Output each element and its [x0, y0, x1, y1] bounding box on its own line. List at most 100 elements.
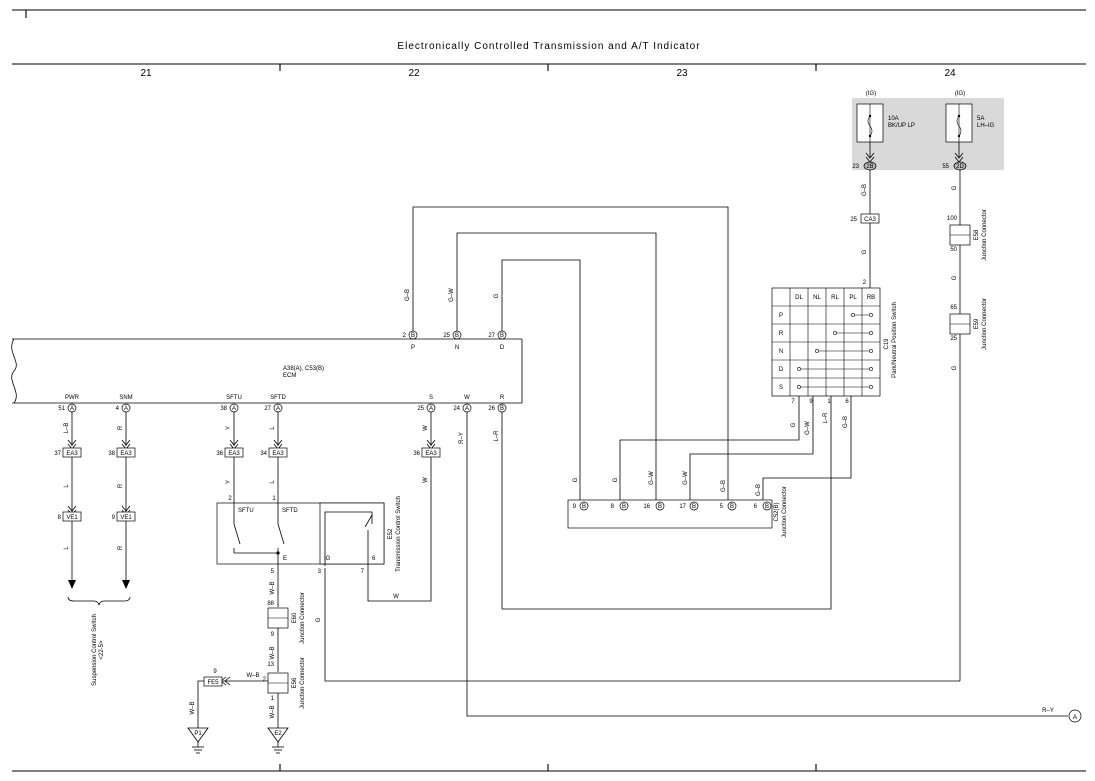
svg-text:G–B: G–B: [843, 416, 849, 428]
svg-text:G–B: G–B: [862, 184, 868, 196]
svg-text:37: 37: [54, 451, 61, 457]
svg-text:2D: 2D: [956, 164, 964, 170]
switch-row: N: [779, 349, 783, 355]
switch-header: PL: [849, 295, 857, 301]
svg-text:9: 9: [213, 669, 217, 675]
svg-text:A: A: [70, 406, 74, 412]
fuse-lh-ig: (IG) 5A LH–IG 55 2D: [942, 91, 995, 171]
svg-text:SFTD: SFTD: [282, 508, 298, 514]
svg-text:B: B: [500, 406, 504, 412]
svg-text:6: 6: [754, 504, 758, 510]
svg-text:9: 9: [271, 632, 275, 638]
svg-text:25: 25: [443, 333, 450, 339]
column-number: 23: [676, 68, 688, 79]
svg-text:L–B: L–B: [64, 423, 70, 434]
svg-text:Junction Connector: Junction Connector: [982, 209, 988, 261]
svg-text:E58: E58: [974, 229, 980, 240]
svg-text:G–B: G–B: [756, 484, 762, 496]
svg-text:9: 9: [112, 515, 116, 521]
svg-text:EA3: EA3: [66, 451, 78, 457]
svg-text:36: 36: [216, 451, 223, 457]
svg-text:C52(B): C52(B): [774, 502, 780, 521]
svg-text:G: G: [613, 477, 619, 482]
svg-text:B: B: [455, 333, 459, 339]
svg-text:W–B: W–B: [270, 646, 276, 659]
svg-text:8: 8: [58, 515, 62, 521]
svg-text:4: 4: [116, 406, 120, 412]
svg-text:Junction Connector: Junction Connector: [300, 657, 306, 709]
svg-text:8: 8: [611, 504, 615, 510]
svg-text:EA3: EA3: [120, 451, 132, 457]
transmission-control-switch: 2 1 SFTU SFTD E IG 6 5 3 7 E52 Transmiss…: [216, 496, 402, 575]
svg-text:A: A: [276, 406, 280, 412]
svg-text:L: L: [64, 484, 70, 488]
svg-text:A38(A), C53(B): A38(A), C53(B): [283, 366, 324, 372]
svg-text:2: 2: [228, 496, 232, 502]
switch-header: RL: [831, 295, 839, 301]
svg-text:B: B: [658, 504, 662, 510]
svg-text:23: 23: [852, 164, 859, 170]
svg-text:R–Y: R–Y: [1042, 708, 1054, 714]
svg-text:2: 2: [403, 333, 407, 339]
column-number: 21: [140, 68, 152, 79]
svg-text:88: 88: [267, 601, 274, 607]
svg-text:25: 25: [417, 406, 424, 412]
svg-text:16: 16: [643, 504, 650, 510]
svg-text:IG: IG: [324, 556, 331, 562]
svg-text:SFTU: SFTU: [226, 395, 242, 401]
svg-text:C19: C19: [884, 338, 890, 350]
switch-row: P: [779, 313, 783, 319]
svg-text:G–W: G–W: [649, 471, 655, 485]
svg-text:7: 7: [791, 399, 795, 405]
svg-text:B: B: [765, 504, 769, 510]
svg-text:Suspension Control Switch: Suspension Control Switch: [92, 614, 98, 686]
svg-text:A: A: [465, 406, 469, 412]
svg-text:EA3: EA3: [272, 451, 284, 457]
switch-header: NL: [813, 295, 821, 301]
fuse-block: (IG) 10A BK/UP LP 23 2B (IG) 5A LH–IG: [852, 91, 1004, 171]
svg-text:G: G: [494, 293, 500, 298]
svg-text:100: 100: [947, 216, 958, 222]
svg-text:5A: 5A: [977, 116, 984, 122]
svg-text:W–B: W–B: [270, 705, 276, 718]
svg-text:1: 1: [271, 696, 275, 702]
svg-text:Junction Connector: Junction Connector: [782, 486, 788, 538]
pwr-snm-branch: L–B 37 EA3 L 8 VE1 L R 38 EA3 R 9 VE1 R …: [54, 412, 136, 686]
svg-text:SNM: SNM: [119, 395, 132, 401]
svg-text:L: L: [64, 546, 70, 550]
svg-text:P: P: [411, 345, 415, 351]
svg-text:E56: E56: [292, 677, 298, 688]
svg-text:VE1: VE1: [66, 515, 78, 521]
svg-text:B: B: [622, 504, 626, 510]
svg-text:B: B: [582, 504, 586, 510]
svg-text:W–B: W–B: [270, 581, 276, 594]
svg-text:CA3: CA3: [864, 217, 876, 223]
svg-text:G–W: G–W: [683, 471, 689, 485]
junction-connector-e56: 13 2 1 E56 Junction Connector: [263, 657, 306, 709]
svg-text:E: E: [283, 556, 287, 562]
junction-connector-e60: 88 9 E60 Junction Connector: [267, 592, 306, 644]
svg-text:2: 2: [263, 677, 267, 683]
svg-text:G: G: [791, 422, 797, 427]
svg-text:G: G: [316, 617, 322, 622]
svg-text:36: 36: [413, 451, 420, 457]
svg-text:B: B: [411, 333, 415, 339]
svg-text:27: 27: [264, 406, 271, 412]
svg-text:L: L: [270, 480, 276, 484]
svg-text:25: 25: [950, 336, 957, 342]
ground-e2: E2: [267, 727, 289, 754]
svg-text:Transmission Control Switch: Transmission Control Switch: [396, 496, 402, 572]
svg-text:G–W: G–W: [805, 421, 811, 435]
svg-text:VE1: VE1: [120, 515, 132, 521]
svg-text:6: 6: [845, 399, 849, 405]
svg-text:G–B: G–B: [405, 289, 411, 301]
svg-text:Y: Y: [226, 426, 232, 430]
svg-text:L–R: L–R: [823, 412, 829, 424]
svg-text:A: A: [124, 406, 128, 412]
svg-text:50: 50: [950, 247, 957, 253]
page-title: Electronically Controlled Transmission a…: [397, 41, 700, 52]
svg-text:R: R: [118, 483, 124, 488]
svg-text:P1: P1: [194, 731, 202, 737]
svg-text:9: 9: [809, 399, 813, 405]
